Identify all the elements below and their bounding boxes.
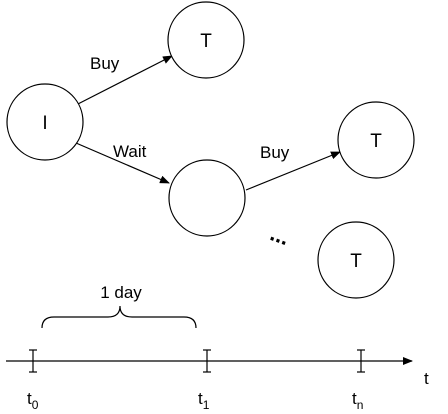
node-label-initial: I (42, 113, 47, 134)
node-terminal-1: T (167, 1, 245, 79)
node-label-terminal-3: T (350, 251, 362, 272)
node-terminal-3: T (317, 221, 395, 299)
tick-tn: tn (352, 349, 365, 412)
tick-label-t0: t0 (27, 389, 39, 412)
edge-buy-initial: Buy (73, 54, 173, 107)
brace-label: 1 day (100, 283, 142, 302)
node-initial: I (6, 83, 84, 161)
edge-label-buy-1: Buy (90, 54, 120, 73)
axis-label-t: t (424, 369, 429, 388)
edge-label-wait: Wait (113, 142, 147, 161)
edge-buy-wait: Buy (245, 143, 341, 191)
tick-t1: t1 (198, 349, 211, 412)
continuation-dots: ... (267, 220, 293, 250)
day-brace: 1 day (41, 283, 197, 329)
node-label-terminal-2: T (370, 131, 382, 152)
node-label-terminal-1: T (200, 31, 212, 52)
tick-label-tn: tn (352, 389, 363, 412)
edge-label-buy-2: Buy (260, 143, 290, 162)
edge-wait: Wait (75, 142, 170, 184)
node-terminal-2: T (337, 101, 415, 179)
tick-t0: t0 (27, 349, 39, 412)
node-wait-state (168, 159, 246, 237)
tick-label-t1: t1 (198, 389, 210, 412)
